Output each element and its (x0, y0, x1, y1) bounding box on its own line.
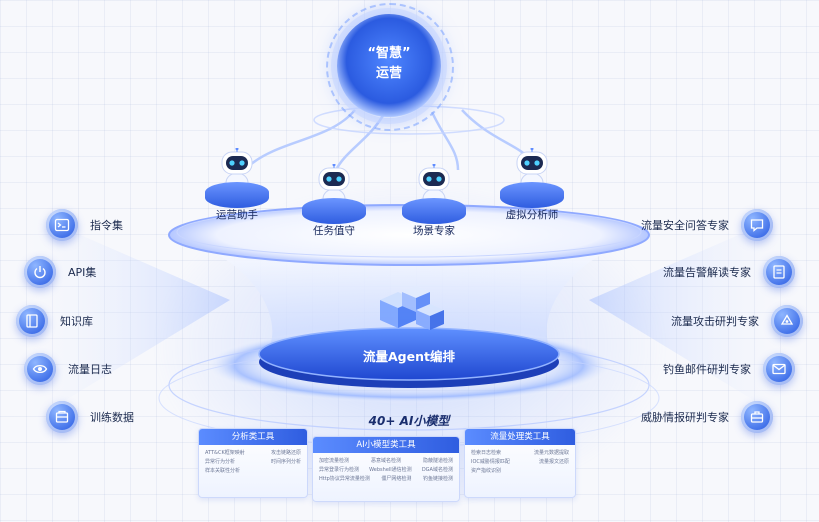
panel-row: 资产指纹识别 (471, 467, 569, 476)
panel-row: IOC威胁情报匹配 流量报文还原 (471, 458, 569, 467)
panel-row: 样本关联性分析 (205, 467, 301, 476)
panel-row: 异常登录行为检测 Webshell通信检测 DGA域名检测 (319, 466, 453, 475)
panel-title: 流量处理类工具 (465, 429, 575, 445)
left-item: 知识库 (16, 304, 93, 338)
panel-cell: Webshell通信检测 (369, 467, 412, 473)
book-icon (16, 305, 48, 337)
briefcase-icon (741, 401, 773, 433)
center-title-line1: “智慧” (367, 46, 411, 61)
cycle-icon (771, 305, 803, 337)
robot-label: 运营助手 (216, 209, 258, 221)
panel-cell: DGA域名检测 (421, 467, 453, 473)
left-item-label: 训练数据 (90, 411, 134, 424)
right-item-label: 流量告警解读专家 (663, 266, 751, 279)
tool-panel-analysis: 分析类工具 ATT&CK框架映射 攻击链路还原异常行为分析 时间序列分析样本关联性分… (198, 428, 308, 498)
robot-pedestal (500, 182, 564, 208)
report-icon (763, 256, 795, 288)
right-item-label: 威胁情报研判专家 (641, 411, 729, 424)
panel-cell: 恶意域名检测 (370, 458, 401, 464)
robot-label: 场景专家 (413, 225, 455, 237)
right-item: 流量攻击研判专家 (671, 304, 803, 338)
panel-cell: 样本关联性分析 (205, 468, 241, 474)
panel-row: 检索日志检索 流量元数据提取 (471, 449, 569, 458)
panel-cell: 加密流量检测 (319, 458, 350, 464)
panel-cell: Http协议异常流量检测 (319, 476, 370, 482)
right-item: 流量安全问答专家 (641, 208, 773, 242)
panel-cell: 检索日志检索 (471, 450, 502, 456)
panel-cell: 流量元数据提取 (533, 450, 569, 456)
power-icon (24, 256, 56, 288)
robot-pedestal (302, 198, 366, 224)
tool-panel-ai-models: AI小模型类工具 加密流量检测 恶意域名检测 隐蔽隧道检测异常登录行为检测 Websh… (312, 436, 460, 502)
chat-icon (741, 209, 773, 241)
panel-row: ATT&CK框架映射 攻击链路还原 (205, 449, 301, 458)
robot-pedestal (402, 198, 466, 224)
tool-panel-traffic: 流量处理类工具 检索日志检索 流量元数据提取 IOC威胁情报匹配 流量报文还原资产指纹… (464, 428, 576, 498)
right-item-label: 流量攻击研判专家 (671, 315, 759, 328)
mail-icon (763, 353, 795, 385)
left-item: 流量日志 (24, 352, 112, 386)
database-icon (46, 401, 78, 433)
left-item: 指令集 (46, 208, 123, 242)
robot-label: 虚拟分析师 (505, 209, 559, 221)
panel-cell: 异常行为分析 (205, 459, 236, 465)
panel-cell: 僵尸网络检测 (381, 476, 412, 482)
panel-cell: 时间序列分析 (270, 459, 301, 465)
eye-icon (24, 353, 56, 385)
center-emblem-ring (326, 3, 454, 131)
models-title: 40+ AI小模型 (368, 414, 450, 428)
panel-cell: 流量报文还原 (538, 459, 569, 465)
panel-cell: 钓鱼链接检测 (422, 476, 453, 482)
panel-cell: IOC威胁情报匹配 (471, 459, 510, 465)
terminal-icon (46, 209, 78, 241)
right-item: 流量告警解读专家 (663, 255, 795, 289)
panel-cell: 资产指纹识别 (471, 468, 502, 474)
left-item: API集 (24, 255, 96, 289)
panel-cell: 隐蔽隧道检测 (422, 458, 453, 464)
right-item-label: 钓鱼邮件研判专家 (663, 363, 751, 376)
center-title-line2: 运营 (375, 66, 402, 81)
right-item: 钓鱼邮件研判专家 (663, 352, 795, 386)
left-item-label: API集 (68, 266, 97, 279)
right-item: 威胁情报研判专家 (641, 400, 773, 434)
robot-pedestal (205, 182, 269, 208)
panel-row: 加密流量检测 恶意域名检测 隐蔽隧道检测 (319, 457, 453, 466)
panel-row: Http协议异常流量检测 僵尸网络检测 钓鱼链接检测 (319, 475, 453, 484)
panel-cell: 攻击链路还原 (270, 450, 301, 456)
orchestration-label: 流量Agent编排 (363, 349, 455, 364)
panel-title: AI小模型类工具 (313, 437, 459, 453)
panel-row: 异常行为分析 时间序列分析 (205, 458, 301, 467)
panel-title: 分析类工具 (199, 429, 307, 445)
robot-icon (221, 148, 253, 194)
panel-cell: ATT&CK框架映射 (205, 450, 245, 456)
left-item-label: 指令集 (90, 219, 123, 232)
cube-stack-icon (380, 286, 444, 330)
robot-label: 任务值守 (313, 225, 355, 237)
left-item: 训练数据 (46, 400, 134, 434)
left-item-label: 知识库 (60, 315, 93, 328)
right-item-label: 流量安全问答专家 (641, 219, 729, 232)
left-item-label: 流量日志 (68, 363, 112, 376)
panel-cell: 异常登录行为检测 (319, 467, 360, 473)
